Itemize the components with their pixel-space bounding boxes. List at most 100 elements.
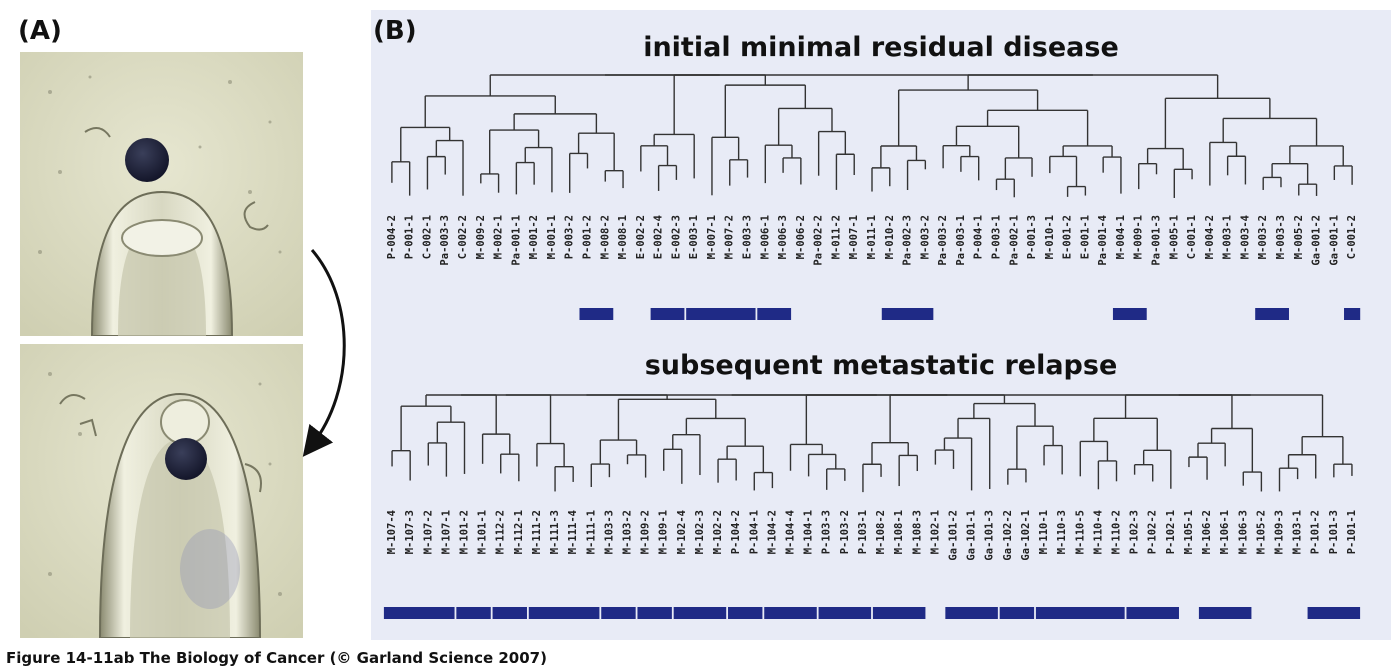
leaf-label: M-105-2 bbox=[1255, 510, 1267, 554]
leaf-label: P-001-1 bbox=[404, 215, 416, 259]
cluster-marker-bar bbox=[872, 607, 926, 619]
cluster-marker-bar bbox=[1307, 607, 1361, 619]
leaf-label: Pa-003-3 bbox=[439, 215, 451, 266]
leaf-label: M-005-1 bbox=[1168, 215, 1180, 259]
cluster-marker-bar bbox=[650, 308, 685, 320]
figure-caption: Figure 14-11ab The Biology of Cancer (© … bbox=[6, 649, 547, 667]
leaf-label: M-002-1 bbox=[493, 215, 505, 259]
leaf-label: M-106-3 bbox=[1237, 510, 1249, 554]
leaf-label: C-002-1 bbox=[421, 215, 433, 259]
leaf-label: Pa-003-2 bbox=[937, 215, 949, 266]
leaf-label: M-007-1 bbox=[706, 215, 718, 259]
leaf-label: P-101-1 bbox=[1346, 510, 1358, 554]
leaf-label: M-106-2 bbox=[1201, 510, 1213, 554]
leaf-label: M-001-2 bbox=[528, 215, 540, 259]
leaf-label: M-111-2 bbox=[531, 510, 543, 554]
leaf-label: P-102-1 bbox=[1165, 510, 1177, 554]
leaf-label: Ga-101-1 bbox=[966, 510, 978, 561]
leaf-label: M-007-1 bbox=[848, 215, 860, 259]
leaf-label: P-103-1 bbox=[857, 510, 869, 554]
cluster-marker-bar bbox=[945, 607, 998, 619]
leaf-label: P-003-2 bbox=[564, 215, 576, 259]
leaf-label: M-110-4 bbox=[1092, 510, 1104, 554]
leaf-label: M-001-1 bbox=[546, 215, 558, 259]
leaf-label: P-103-2 bbox=[839, 510, 851, 554]
leaf-label: M-101-1 bbox=[477, 510, 489, 554]
cluster-marker-bar bbox=[728, 607, 763, 619]
leaf-label: M-003-4 bbox=[1239, 215, 1251, 259]
dendrogram-canvas: P-004-2 P-001-1 C-002-1 Pa-003-3 C-002-2 M-00… bbox=[383, 74, 1361, 619]
leaf-label: M-109-2 bbox=[640, 510, 652, 554]
leaf-label: P-104-1 bbox=[748, 510, 760, 554]
micrograph-cell-near-pipette bbox=[20, 52, 303, 336]
cluster-marker-bar bbox=[686, 308, 756, 320]
leaf-label: M-006-2 bbox=[795, 215, 807, 259]
cluster-marker-bar bbox=[579, 308, 614, 320]
leaf-label: E-001-1 bbox=[1079, 215, 1091, 259]
leaf-label: Pa-002-2 bbox=[813, 215, 825, 266]
leaf-label: M-112-2 bbox=[495, 510, 507, 554]
leaf-label: P-001-3 bbox=[1026, 215, 1038, 259]
cluster-marker-bar bbox=[492, 607, 527, 619]
leaf-label: M-105-1 bbox=[1183, 510, 1195, 554]
cluster-marker-bar bbox=[1035, 607, 1125, 619]
leaf-label: P-004-2 bbox=[386, 215, 398, 259]
leaf-label: M-107-4 bbox=[386, 510, 398, 554]
leaf-label: M-107-3 bbox=[404, 510, 416, 554]
leaf-label: Ga-001-2 bbox=[1311, 215, 1323, 266]
leaf-label: M-109-1 bbox=[658, 510, 670, 554]
leaf-label: M-107-1 bbox=[440, 510, 452, 554]
leaf-label: M-102-1 bbox=[929, 510, 941, 554]
leaf-label: M-108-1 bbox=[893, 510, 905, 554]
leaf-label: M-112-1 bbox=[513, 510, 525, 554]
leaf-label: P-103-3 bbox=[821, 510, 833, 554]
leaf-label: Ga-001-1 bbox=[1328, 215, 1340, 266]
cluster-marker-bar bbox=[1112, 308, 1147, 320]
leaf-label: M-104-4 bbox=[785, 510, 797, 554]
leaf-label: M-110-2 bbox=[1111, 510, 1123, 554]
leaf-label: M-007-2 bbox=[724, 215, 736, 259]
leaf-label: M-102-3 bbox=[694, 510, 706, 554]
leaf-label: E-003-1 bbox=[688, 215, 700, 259]
cluster-marker-bar bbox=[818, 607, 872, 619]
cluster-marker-bar bbox=[1198, 607, 1252, 619]
leaf-label: M-109-3 bbox=[1274, 510, 1286, 554]
leaf-label: M-010-1 bbox=[1044, 215, 1056, 259]
panel-b-label: (B) bbox=[373, 16, 417, 46]
leaf-label: M-103-1 bbox=[1292, 510, 1304, 554]
leaf-label: P-101-3 bbox=[1328, 510, 1340, 554]
leaf-label: C-001-2 bbox=[1346, 215, 1358, 259]
leaf-label: M-008-1 bbox=[617, 215, 629, 259]
leaf-label: E-002-3 bbox=[670, 215, 682, 259]
leaf-label: Ga-101-2 bbox=[948, 510, 960, 561]
leaf-label: C-001-1 bbox=[1186, 215, 1198, 259]
cluster-marker-bar bbox=[637, 607, 672, 619]
leaf-label: M-011-2 bbox=[830, 215, 842, 259]
micrograph-cell-in-pipette bbox=[20, 344, 303, 638]
cluster-marker-bar bbox=[528, 607, 600, 619]
leaf-label: M-009-2 bbox=[475, 215, 487, 259]
cluster-marker-bar bbox=[764, 607, 817, 619]
leaf-label: M-110-1 bbox=[1038, 510, 1050, 554]
leaf-label: Pa-002-1 bbox=[1008, 215, 1020, 266]
cluster-marker-bar bbox=[456, 607, 491, 619]
leaf-label: P-003-1 bbox=[990, 215, 1002, 259]
leaf-label: M-110-5 bbox=[1074, 510, 1086, 554]
cluster-marker-bar bbox=[601, 607, 636, 619]
transition-arrow bbox=[302, 249, 346, 457]
leaf-label: Ga-101-3 bbox=[984, 510, 996, 561]
leaf-label: P-004-1 bbox=[973, 215, 985, 259]
leaf-label: Ga-102-1 bbox=[1020, 510, 1032, 561]
cluster-marker-bar bbox=[673, 607, 727, 619]
leaf-label: Ga-102-2 bbox=[1002, 510, 1014, 561]
cluster-marker-bar bbox=[757, 308, 792, 320]
panel-b-dendrograms: P-004-2 P-001-1 C-002-1 Pa-003-3 C-002-2 M-00… bbox=[371, 10, 1391, 640]
leaf-label: M-003-2 bbox=[1257, 215, 1269, 259]
leaf-label: M-005-2 bbox=[1293, 215, 1305, 259]
leaf-label: M-103-2 bbox=[622, 510, 634, 554]
leaf-label: M-101-2 bbox=[459, 510, 471, 554]
leaf-label: C-002-2 bbox=[457, 215, 469, 259]
leaf-label: M-108-3 bbox=[911, 510, 923, 554]
leaf-label: M-108-2 bbox=[875, 510, 887, 554]
leaf-label: M-104-1 bbox=[803, 510, 815, 554]
